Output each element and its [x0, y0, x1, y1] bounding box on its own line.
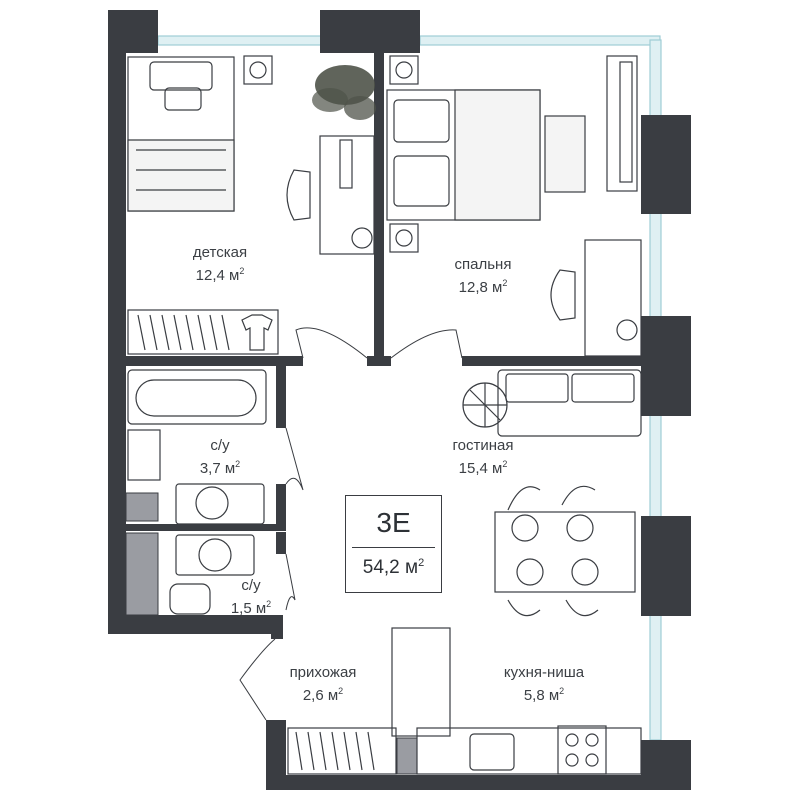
room-name: гостиная [452, 437, 514, 454]
room-area: 12,8 м2 [458, 278, 508, 296]
kitchen-furniture [287, 627, 642, 775]
room-name: спальня [454, 256, 512, 273]
room-label-bathroom-2: с/у 1,5 м2 [216, 576, 286, 618]
room-label-living: гостиная 15,4 м2 [428, 436, 538, 478]
room-label-bathroom-1: с/у 3,7 м2 [180, 436, 260, 478]
room-name: детская [192, 244, 248, 261]
bathroom-1-fixtures [127, 369, 267, 525]
apartment-summary-badge: 3E 54,2 м2 [345, 495, 442, 593]
room-area: 3,7 м2 [199, 459, 241, 477]
room-area: 5,8 м2 [523, 686, 565, 704]
room-label-kitchen: кухня-ниша 5,8 м2 [478, 663, 610, 705]
room-label-kids: детская 12,4 м2 [165, 243, 275, 285]
room-label-bedroom: спальня 12,8 м2 [428, 255, 538, 297]
kids-room-furniture [127, 55, 375, 355]
door-swings [239, 327, 463, 721]
room-area: 12,4 м2 [195, 266, 245, 284]
room-area: 1,5 м2 [230, 599, 272, 617]
bathroom-2-fixtures [169, 534, 255, 615]
room-name: прихожая [289, 664, 357, 681]
room-name: с/у [241, 577, 261, 594]
room-name: с/у [210, 437, 230, 454]
plant-decoration [312, 65, 376, 120]
room-area: 2,6 м2 [302, 686, 344, 704]
badge-divider [352, 547, 435, 548]
shafts [125, 492, 418, 775]
room-label-hallway: прихожая 2,6 м2 [268, 663, 378, 705]
apartment-type: 3E [376, 507, 411, 538]
room-area: 15,4 м2 [458, 459, 508, 477]
walls [108, 10, 691, 790]
total-area: 54,2 м2 [362, 557, 425, 578]
bedroom-furniture [386, 55, 642, 357]
room-name: кухня-ниша [503, 664, 585, 681]
living-room-furniture [462, 369, 642, 617]
